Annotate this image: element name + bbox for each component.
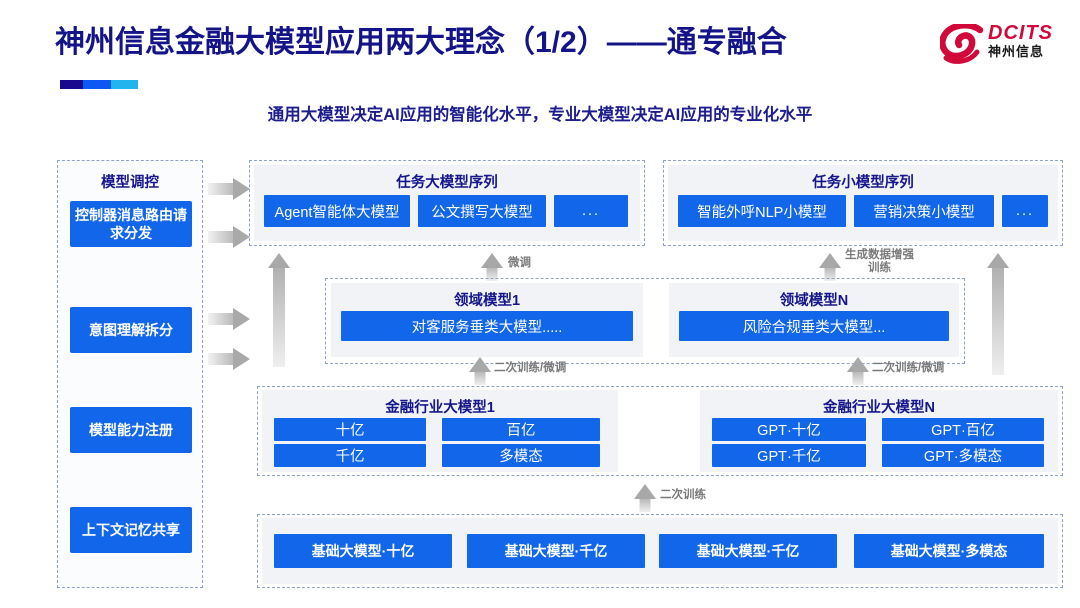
control-item-context[interactable]: 上下文记忆共享 xyxy=(70,507,192,553)
industry-model-n-group: 金融行业大模型N GPT·十亿 GPT·百亿 GPT·千亿 GPT·多模态 xyxy=(700,390,1058,472)
logo-cn-text: 神州信息 xyxy=(988,44,1045,59)
domain-model-1-title: 领域模型1 xyxy=(453,293,521,309)
flow-arrow-up-left-tall xyxy=(266,253,292,367)
domain-model-n-group: 领域模型N 风险合规垂类大模型... xyxy=(669,283,959,357)
chip-more-task-small[interactable]: ... xyxy=(1002,195,1048,227)
company-logo: DCITS 神州信息 xyxy=(940,20,1064,76)
chip-ind1-10billion[interactable]: 百亿 xyxy=(442,418,600,441)
chip-more-task-large[interactable]: ... xyxy=(554,195,628,227)
title-accent-bar xyxy=(60,80,138,89)
flow-arrow-up-data-aug xyxy=(818,253,842,281)
chip-base-100billion-1[interactable]: 基础大模型·千亿 xyxy=(467,534,645,568)
task-small-model-title: 任务小模型序列 xyxy=(812,175,914,191)
arrow-label-finetune: 微调 xyxy=(508,257,531,269)
flow-arrow-right-4 xyxy=(208,348,250,370)
chip-indn-gpt-billion[interactable]: GPT·十亿 xyxy=(712,418,866,441)
arrow-label-data-aug: 生成数据增强 训练 xyxy=(845,249,914,275)
domain-model-1-group: 领域模型1 对客服务垂类大模型..... xyxy=(331,283,643,357)
chip-indn-gpt-multimodal[interactable]: GPT·多模态 xyxy=(882,444,1044,467)
swirl-logo-icon xyxy=(940,24,984,64)
model-control-title: 模型调控 xyxy=(101,175,159,191)
flow-arrow-up-finetune xyxy=(480,253,504,281)
base-model-container xyxy=(257,514,1063,588)
logo-en-text: DCITS xyxy=(988,22,1053,44)
control-item-registry[interactable]: 模型能力注册 xyxy=(70,407,192,453)
page-header: 神州信息金融大模型应用两大理念（1/2）——通专融合 通用大模型决定AI应用的智… xyxy=(0,0,1080,140)
page-subtitle: 通用大模型决定AI应用的智能化水平，专业大模型决定AI应用的专业化水平 xyxy=(267,106,813,124)
accent-segment-1 xyxy=(60,80,84,89)
task-large-model-container xyxy=(249,160,645,246)
arrow-label-data-aug-line2: 训练 xyxy=(868,262,891,274)
task-large-model-title: 任务大模型序列 xyxy=(396,175,498,191)
chip-agent-model[interactable]: Agent智能体大模型 xyxy=(264,195,410,227)
accent-segment-2 xyxy=(83,80,112,89)
control-item-router[interactable]: 控制器消息路由请求分发 xyxy=(70,201,192,247)
industry-model-container xyxy=(257,386,1063,476)
task-large-model-group: 任务大模型序列 Agent智能体大模型 公文撰写大模型 ... xyxy=(254,165,640,241)
flow-arrow-up-retrain-right xyxy=(846,357,870,385)
chip-base-100billion-2[interactable]: 基础大模型·千亿 xyxy=(659,534,837,568)
chip-indn-gpt-10billion[interactable]: GPT·百亿 xyxy=(882,418,1044,441)
chip-nlp-outbound-model[interactable]: 智能外呼NLP小模型 xyxy=(678,195,846,227)
chip-ind1-multimodal[interactable]: 多模态 xyxy=(442,444,600,467)
flow-arrow-right-3 xyxy=(208,308,250,330)
control-item-intent[interactable]: 意图理解拆分 xyxy=(70,307,192,353)
base-model-group: 基础大模型·十亿 基础大模型·千亿 基础大模型·千亿 基础大模型·多模态 xyxy=(262,518,1058,584)
industry-model-1-title: 金融行业大模型1 xyxy=(385,400,495,416)
chip-risk-compliance-vertical-model[interactable]: 风险合规垂类大模型... xyxy=(679,311,949,341)
model-control-panel: 模型调控 控制器消息路由请求分发 意图理解拆分 模型能力注册 上下文记忆共享 xyxy=(57,160,203,588)
arrow-label-retrain-finetune-right: 二次训练/微调 xyxy=(872,362,945,374)
domain-model-container xyxy=(325,278,965,364)
flow-arrow-right-1 xyxy=(208,178,250,200)
page-title: 神州信息金融大模型应用两大理念（1/2）——通专融合 xyxy=(55,26,787,59)
domain-model-n-title: 领域模型N xyxy=(779,293,849,309)
industry-model-n-title: 金融行业大模型N xyxy=(823,400,935,416)
flow-arrow-up-retrain-left xyxy=(468,357,492,385)
flow-arrow-up-right-tall xyxy=(985,253,1011,375)
chip-marketing-decision-model[interactable]: 营销决策小模型 xyxy=(854,195,994,227)
chip-doc-writing-model[interactable]: 公文撰写大模型 xyxy=(418,195,546,227)
accent-segment-3 xyxy=(111,80,138,89)
chip-indn-gpt-100billion[interactable]: GPT·千亿 xyxy=(712,444,866,467)
task-small-model-group: 任务小模型序列 智能外呼NLP小模型 营销决策小模型 ... xyxy=(668,165,1058,241)
chip-ind1-billion[interactable]: 十亿 xyxy=(274,418,426,441)
industry-model-1-group: 金融行业大模型1 十亿 百亿 千亿 多模态 xyxy=(262,390,618,472)
flow-arrow-up-retrain-base xyxy=(633,484,657,512)
flow-arrow-right-2 xyxy=(208,226,250,248)
arrow-label-data-aug-line1: 生成数据增强 xyxy=(845,249,914,261)
task-small-model-container xyxy=(663,160,1063,246)
chip-base-multimodal[interactable]: 基础大模型·多模态 xyxy=(854,534,1044,568)
logo-wordmark: DCITS 神州信息 xyxy=(988,22,1053,60)
chip-ind1-100billion[interactable]: 千亿 xyxy=(274,444,426,467)
arrow-label-retrain-finetune-left: 二次训练/微调 xyxy=(494,362,567,374)
chip-customer-service-vertical-model[interactable]: 对客服务垂类大模型..... xyxy=(341,311,633,341)
chip-base-billion[interactable]: 基础大模型·十亿 xyxy=(274,534,452,568)
arrow-label-retrain: 二次训练 xyxy=(660,489,706,501)
